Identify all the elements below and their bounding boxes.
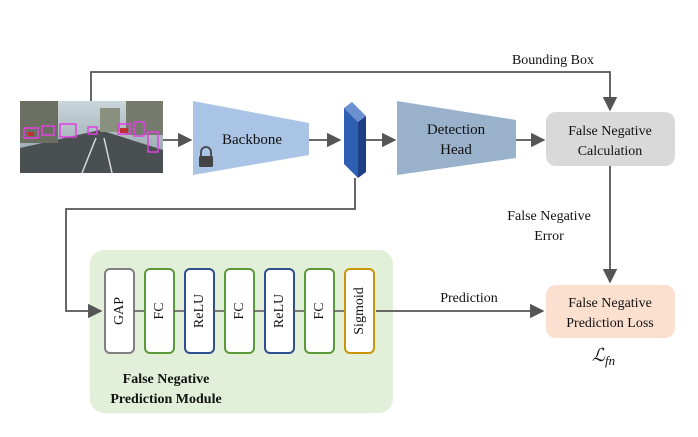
loss-symbol-main: ℒ xyxy=(592,345,606,365)
layer-label: Sigmoid xyxy=(352,287,367,334)
module-title-line1: False Negative xyxy=(123,372,210,387)
detection-head-label-line2: Head xyxy=(440,142,472,158)
detection-head-block xyxy=(397,101,516,175)
fn-calculation-label-line1: False Negative xyxy=(568,124,652,139)
module-layer-fc: FC xyxy=(224,268,255,354)
loss-symbol: ℒfn xyxy=(592,345,615,368)
module-title-line2: Prediction Module xyxy=(110,392,221,407)
fn-calculation-box xyxy=(546,112,675,166)
module-layer-fc: FC xyxy=(144,268,175,354)
bounding-box-label: Bounding Box xyxy=(512,53,594,68)
layer-label: ReLU xyxy=(272,294,287,328)
layer-label: FC xyxy=(312,302,327,319)
feature-to-module-arrow xyxy=(65,178,356,319)
module-layers: GAP FC ReLU FC ReLU FC Sigmoid xyxy=(104,268,375,354)
prediction-label: Prediction xyxy=(440,291,498,306)
layer-label: ReLU xyxy=(192,294,207,328)
fn-loss-box xyxy=(546,285,675,338)
loss-symbol-subscript: fn xyxy=(605,353,615,368)
feature-map-block xyxy=(344,102,366,178)
fn-calculation-label-line2: Calculation xyxy=(578,144,643,159)
lock-icon xyxy=(199,146,213,167)
fn-loss-label-line2: Prediction Loss xyxy=(566,316,654,331)
layer-box xyxy=(344,268,375,354)
module-layer-fc: FC xyxy=(304,268,335,354)
fn-error-label-line1: False Negative xyxy=(507,209,591,224)
layer-label: FC xyxy=(152,302,167,319)
detection-head-label-line1: Detection xyxy=(427,122,486,138)
module-layer-sigmoid: Sigmoid xyxy=(344,268,375,354)
module-layer-relu: ReLU xyxy=(264,268,295,354)
backbone-label: Backbone xyxy=(222,132,282,148)
bounding-box-arrow xyxy=(90,71,618,112)
module-layer-relu: ReLU xyxy=(184,268,215,354)
backbone-block xyxy=(193,101,309,175)
layer-label: GAP xyxy=(112,297,127,325)
fn-error-label-line2: Error xyxy=(534,229,564,244)
input-image xyxy=(20,101,163,174)
fn-loss-label-line1: False Negative xyxy=(568,296,652,311)
layer-label: FC xyxy=(232,302,247,319)
module-layer-gap: GAP xyxy=(104,268,135,354)
